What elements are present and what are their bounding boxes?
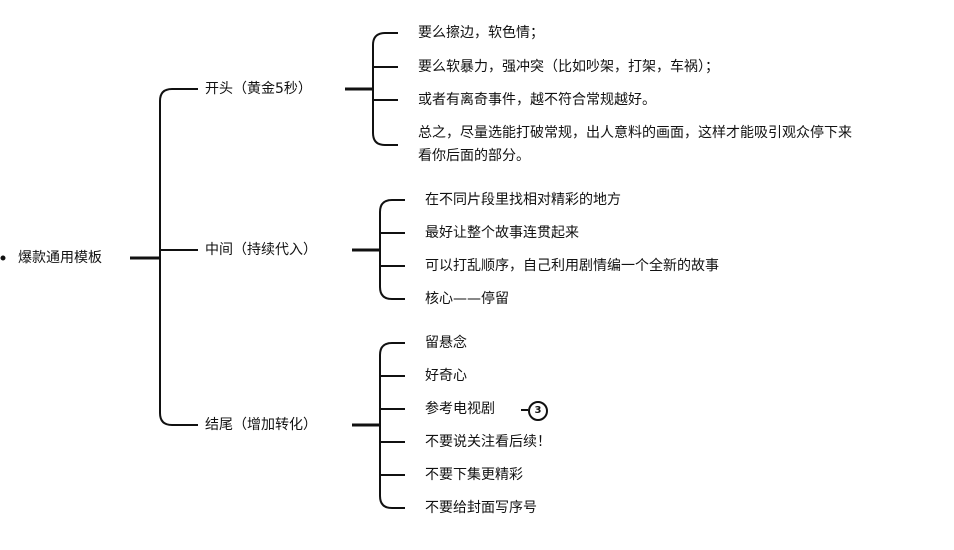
list-item[interactable]: 不要给封面写序号 <box>425 500 537 516</box>
list-item[interactable]: 在不同片段里找相对精彩的地方 <box>425 192 621 208</box>
list-item[interactable]: 不要下集更精彩 <box>425 467 523 483</box>
root-collapse-dot <box>0 255 6 261</box>
list-item[interactable]: 可以打乱顺序，自己利用剧情编一个全新的故事 <box>425 258 719 274</box>
list-item[interactable]: 要么擦边，软色情； <box>418 25 544 41</box>
list-item[interactable]: 好奇心 <box>425 368 467 384</box>
list-item[interactable]: 最好让整个故事连贯起来 <box>425 225 579 241</box>
branch-node-middle[interactable]: 中间（持续代入） <box>205 242 317 258</box>
list-item[interactable]: 总之，尽量选能打破常规，出人意料的画面，这样才能吸引观众停下来 <box>418 125 852 141</box>
branch1-lines <box>372 32 398 146</box>
list-item[interactable]: 要么软暴力，强冲突（比如吵架，打架，车祸）； <box>418 59 719 75</box>
branch2-lines <box>379 199 405 300</box>
main-trunk <box>159 88 198 426</box>
root-node[interactable]: 爆款通用模板 <box>18 250 102 266</box>
list-item[interactable]: 核心——停留 <box>425 291 509 307</box>
list-item[interactable]: 参考电视剧 <box>425 401 495 417</box>
list-item[interactable]: 不要说关注看后续！ <box>425 434 551 450</box>
list-item[interactable]: 或者有离奇事件，越不符合常规越好。 <box>418 92 656 108</box>
branch3-lines <box>379 342 405 509</box>
list-item-continuation[interactable]: 看你后面的部分。 <box>418 148 530 164</box>
list-item[interactable]: 留悬念 <box>425 335 467 351</box>
branch-node-opening[interactable]: 开头（黄金5秒） <box>205 81 312 97</box>
branch-node-ending[interactable]: 结尾（增加转化） <box>205 417 317 433</box>
collapsed-children-badge[interactable]: 3 <box>528 401 548 421</box>
